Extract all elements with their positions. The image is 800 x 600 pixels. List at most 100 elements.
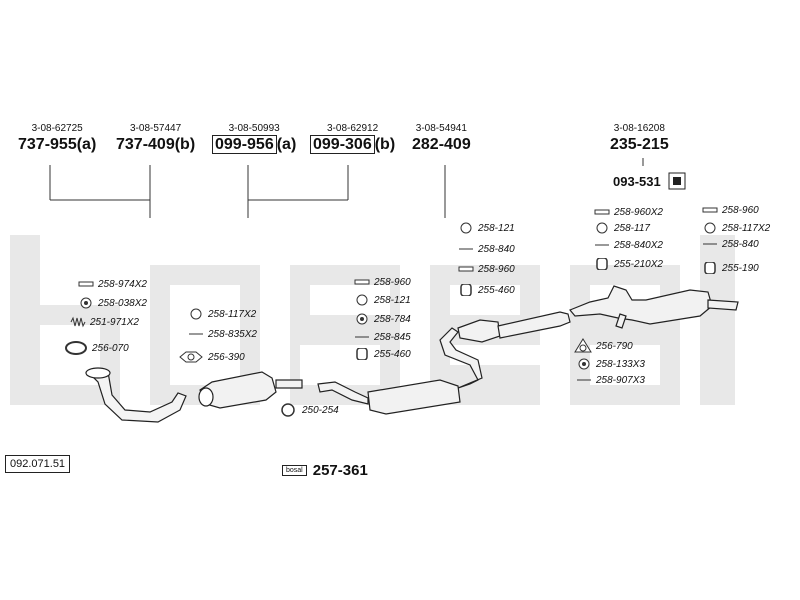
- assembly-ref-3: 3-08-50993 099-956(a): [212, 123, 296, 154]
- assembly-code-suffix: (a): [276, 136, 297, 153]
- part-number: 258-038X2: [98, 297, 147, 309]
- assembly-ref-number: 3-08-16208: [613, 123, 665, 134]
- part-item: 258-907X3: [576, 374, 645, 386]
- part-number: 258-133X3: [596, 358, 645, 370]
- bolt-icon: [458, 266, 474, 272]
- part-number: 258-840: [478, 243, 515, 255]
- bolt-icon: [703, 243, 717, 245]
- part-item: 258-117X2: [188, 308, 256, 320]
- part-number: 256-790: [596, 340, 633, 352]
- part-item: 258-960X2: [594, 206, 663, 218]
- part-item: 258-117: [594, 222, 650, 234]
- assembly-ref-5: 3-08-54941 282-409: [412, 123, 471, 154]
- part-item: 258-840X2: [594, 239, 663, 251]
- nut-icon: [578, 358, 590, 370]
- bolt-icon: [354, 279, 370, 285]
- assembly-ref-number: 3-08-57447: [130, 123, 182, 134]
- bolt-icon: [459, 248, 473, 250]
- part-number: 258-960: [478, 263, 515, 275]
- part-number: 255-190: [722, 262, 759, 274]
- part-item: 258-133X3: [576, 358, 645, 370]
- part-number: 258-974X2: [98, 278, 147, 290]
- assembly-ref-number: 3-08-62725: [31, 123, 83, 134]
- part-number: 256-070: [92, 342, 129, 354]
- assembly-ref-number: 3-08-54941: [415, 123, 467, 134]
- part-item: 251-971X2: [70, 316, 139, 328]
- part-number: 255-460: [478, 284, 515, 296]
- assembly-ref-number: 3-08-62912: [327, 123, 379, 134]
- part-number: 258-121: [374, 294, 411, 306]
- bolt-icon: [577, 379, 591, 381]
- gasket-ring-icon: [65, 341, 87, 355]
- part-item: 258-960: [702, 204, 759, 216]
- part-number: 258-840: [722, 238, 759, 250]
- bolt-icon: [78, 281, 94, 287]
- rubber-mount-icon: [460, 284, 472, 296]
- part-item: 255-210X2: [594, 258, 663, 270]
- part-item: 258-974X2: [78, 278, 147, 290]
- fitting-kit: bosal 257-361: [282, 462, 368, 479]
- assembly-code: 737-955(a): [18, 136, 97, 153]
- part-number: 255-210X2: [614, 258, 663, 270]
- assembly-code: 235-215: [610, 136, 669, 153]
- part-item: 258-845: [354, 331, 411, 343]
- washer-icon: [460, 222, 472, 234]
- part-number: 258-840X2: [614, 239, 663, 251]
- kit-badge: bosal: [282, 465, 307, 476]
- part-number: 258-960X2: [614, 206, 663, 218]
- part-item: 250-254: [278, 402, 339, 418]
- assembly-ref-2: 3-08-57447 737-409(b): [116, 123, 195, 154]
- diagram-number: 092.071.51: [5, 455, 71, 473]
- assembly-ref-1: 3-08-62725 737-955(a): [18, 123, 96, 154]
- kit-number: 257-361: [312, 462, 368, 479]
- part-number: 258-960: [374, 276, 411, 288]
- bolt-icon: [594, 209, 610, 215]
- part-number: 251-971X2: [90, 316, 139, 328]
- part-item: 258-038X2: [78, 297, 147, 309]
- part-item: 256-790: [574, 338, 633, 354]
- part-item: 258-121: [458, 222, 515, 234]
- rubber-mount-icon: [356, 348, 368, 360]
- part-item: 258-840: [458, 243, 515, 255]
- washer-icon: [356, 294, 368, 306]
- assembly-code-boxed: 099-956: [212, 135, 277, 154]
- assembly-code-boxed: 099-306: [310, 135, 375, 154]
- part-item: 258-960: [458, 263, 515, 275]
- washer-icon: [704, 222, 716, 234]
- bolt-icon: [702, 207, 718, 213]
- hanger-part: 093-531: [613, 170, 689, 192]
- assembly-ref-number: 3-08-50993: [228, 123, 280, 134]
- gasket-icon: [574, 338, 592, 353]
- part-item: 258-960: [354, 276, 411, 288]
- rubber-mount-icon: [596, 258, 608, 270]
- part-item: 256-390: [178, 350, 245, 364]
- nut-icon: [80, 297, 92, 309]
- part-item: 258-784: [354, 313, 411, 325]
- part-item: 258-835X2: [188, 328, 257, 340]
- part-number: 258-784: [374, 313, 411, 325]
- bolt-icon: [595, 244, 609, 246]
- part-number: 258-907X3: [596, 374, 645, 386]
- bolt-icon: [355, 336, 369, 338]
- part-item: 255-460: [458, 284, 515, 296]
- flange-gasket-icon: [179, 351, 203, 363]
- bolt-icon: [189, 333, 203, 335]
- part-number: 258-117X2: [722, 222, 771, 234]
- part-item: 255-460: [354, 348, 411, 360]
- clamp-icon: [281, 403, 295, 417]
- part-item: 258-117X2: [702, 222, 770, 234]
- assembly-code: 282-409: [412, 136, 471, 153]
- part-number: 093-531: [613, 173, 661, 189]
- part-item: 255-190: [702, 262, 759, 274]
- part-number: 258-835X2: [208, 328, 257, 340]
- part-number: 258-117X2: [208, 308, 257, 320]
- part-number: 258-117: [614, 222, 650, 234]
- part-number: 258-121: [478, 222, 515, 234]
- assembly-code-suffix: (b): [374, 136, 396, 153]
- washer-icon: [596, 222, 608, 234]
- assembly-ref-6: 3-08-16208 235-215: [610, 123, 669, 154]
- part-number: 256-390: [208, 351, 245, 363]
- washer-icon: [190, 308, 202, 320]
- hanger-icon: [668, 172, 686, 190]
